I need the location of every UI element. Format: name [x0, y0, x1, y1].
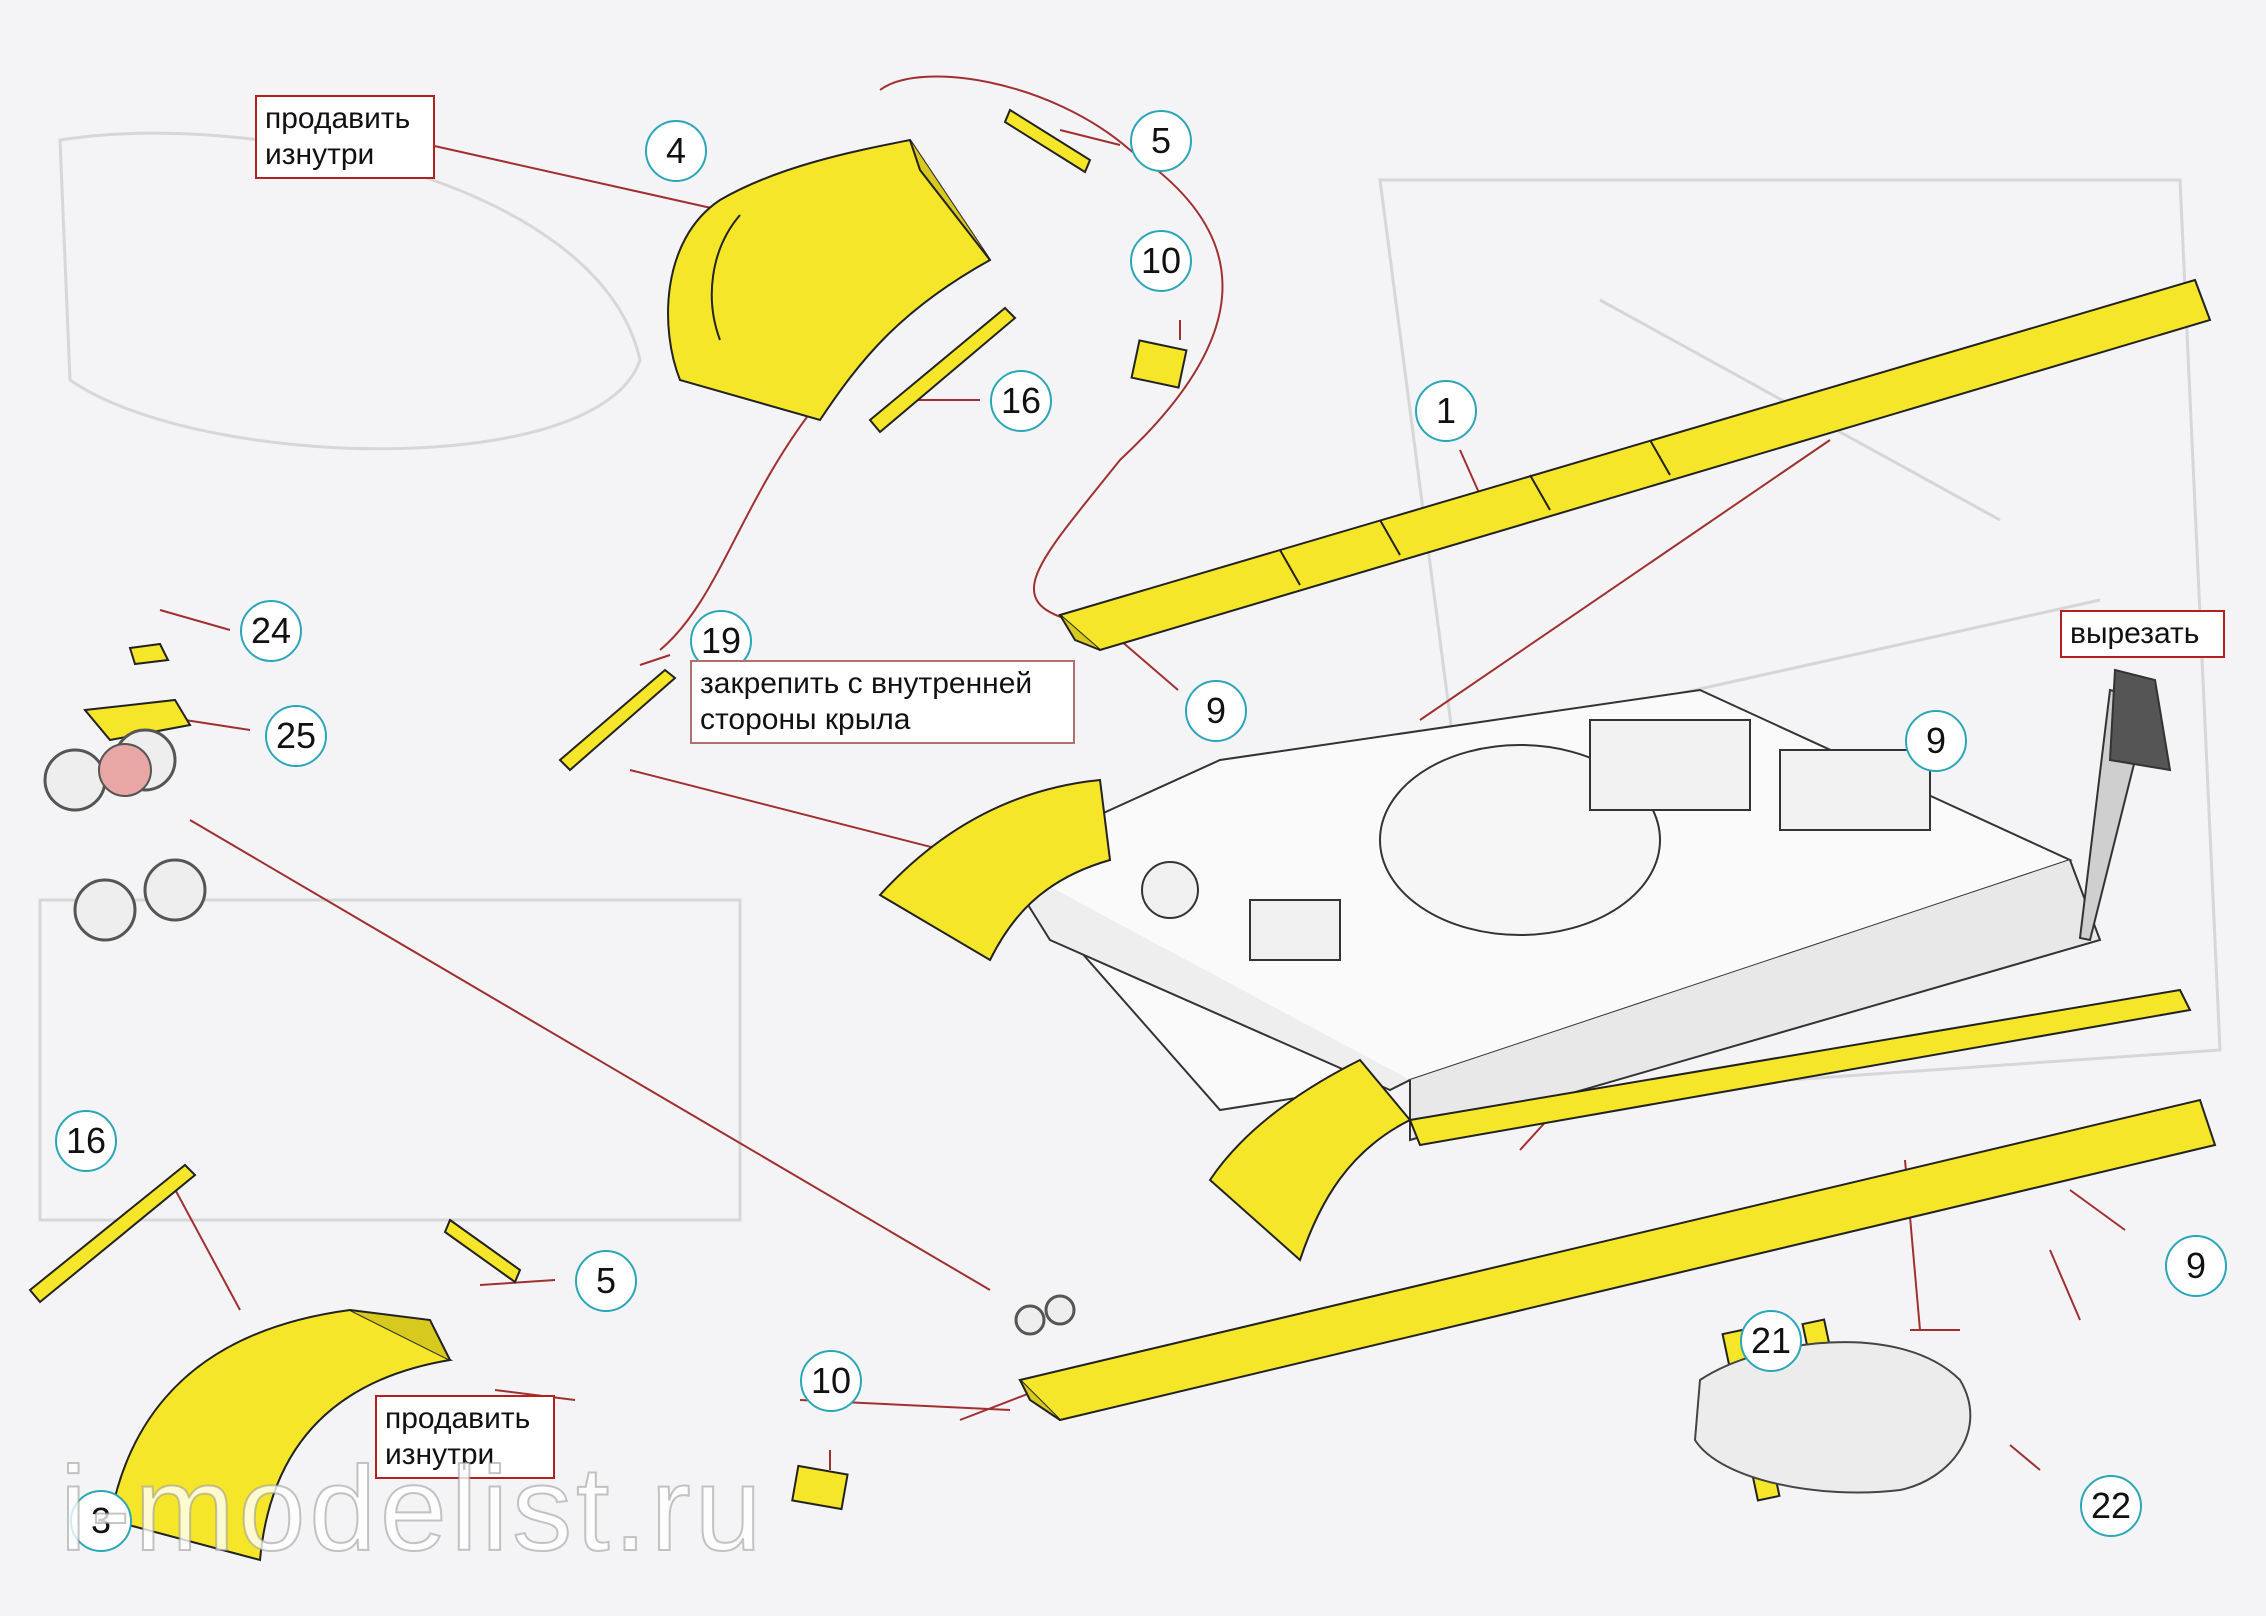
lower-fender-strip — [1018, 1098, 2217, 1422]
watermark: i-modelist.ru — [59, 1441, 766, 1577]
callout-part-10-top: 10 — [1130, 230, 1192, 292]
part-19-strip — [558, 668, 677, 772]
tank-hull — [998, 688, 2102, 1142]
callout-part-25: 25 — [265, 705, 327, 767]
callout-part-16-bottom: 16 — [55, 1110, 117, 1172]
part-5-strip-bottom — [443, 1218, 522, 1284]
part-16-strip-bottom — [28, 1163, 197, 1304]
hobby-knife — [2078, 668, 2172, 942]
callout-part-3: 3 — [70, 1490, 132, 1552]
callout-part-21: 21 — [1740, 1310, 1802, 1372]
callout-part-1: 1 — [1415, 380, 1477, 442]
part-4-front-fender — [667, 138, 992, 422]
note-press-inside-top: продавить изнутри — [255, 95, 435, 179]
part-25 — [83, 698, 192, 742]
part-10-plate-bottom — [791, 1464, 849, 1511]
callout-part-9-top: 9 — [1185, 680, 1247, 742]
hull-front-fender-left — [878, 778, 1112, 962]
tow-hook-highlight — [98, 743, 152, 797]
callout-part-24: 24 — [240, 600, 302, 662]
part-16-strip-top — [868, 306, 1017, 434]
callout-part-4: 4 — [645, 120, 707, 182]
callout-part-10-bottom: 10 — [800, 1350, 862, 1412]
part-1-fender-strip — [1057, 278, 2212, 652]
hull-front-fender-right — [1208, 1058, 1412, 1262]
part-10-plate-top — [1130, 339, 1188, 389]
tarp-bundle — [1693, 1341, 1972, 1494]
tow-hooks — [43, 728, 1076, 1336]
callout-part-5-top: 5 — [1130, 110, 1192, 172]
hull-side-strip — [1408, 988, 2192, 1147]
note-fix-inner-side: закрепить с внутренней стороны крыла — [690, 660, 1075, 744]
callout-part-22: 22 — [2080, 1475, 2142, 1537]
part-24 — [128, 642, 170, 666]
callout-part-9-hull: 9 — [1905, 710, 1967, 772]
callout-part-16-top: 16 — [990, 370, 1052, 432]
part-5-strip-top — [1003, 108, 1092, 174]
callout-part-9-bottom: 9 — [2165, 1235, 2227, 1297]
note-press-inside-bottom: продавить изнутри — [375, 1395, 555, 1479]
callout-part-5-bottom: 5 — [575, 1250, 637, 1312]
note-cut-off: вырезать — [2060, 610, 2225, 658]
etched-parts — [28, 108, 2217, 1562]
